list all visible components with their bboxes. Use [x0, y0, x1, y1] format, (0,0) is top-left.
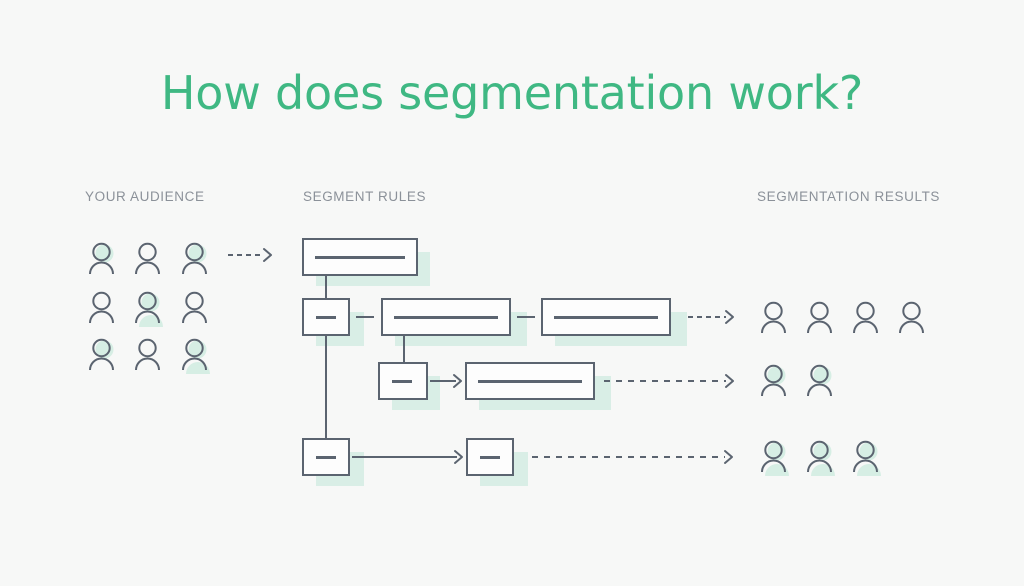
person-icon	[757, 362, 791, 400]
connector-cond-b1-to-result-2	[604, 374, 734, 388]
person-icon	[178, 336, 212, 374]
person-icon	[895, 299, 929, 337]
person-icon	[803, 438, 837, 476]
person-icon	[131, 289, 165, 327]
rule-text-line	[554, 316, 658, 319]
person-icon	[757, 438, 791, 476]
connector-root-to-branch-a	[325, 276, 327, 300]
connector-cond-a1-to-cond-a2	[517, 316, 535, 318]
person-icon	[178, 289, 212, 327]
connector-cond-c1-to-result-3	[532, 450, 733, 464]
rule-text-line	[316, 456, 336, 459]
person-icon	[131, 336, 165, 374]
connector-branch-b-to-cond-b1	[430, 374, 462, 388]
connector-cond-a2-to-result-1	[688, 310, 734, 324]
rule-text-line	[392, 380, 412, 383]
column-header-segmentation-results: SEGMENTATION RESULTS	[757, 189, 941, 204]
rule-text-line	[478, 380, 582, 383]
connector-branch-a-to-branch-c	[325, 336, 327, 440]
connector-audience-to-root	[228, 248, 272, 262]
person-icon	[849, 438, 883, 476]
person-icon	[178, 240, 212, 278]
person-icon	[85, 240, 119, 278]
connector-cond-a1-to-branch-b	[403, 336, 405, 362]
person-icon	[803, 362, 837, 400]
column-header-segment-rules: SEGMENT RULES	[303, 189, 427, 204]
person-icon	[85, 336, 119, 374]
person-icon	[803, 299, 837, 337]
rule-text-line	[315, 256, 405, 259]
connector-branch-c-to-cond-c1	[352, 450, 463, 464]
column-header-audience: YOUR AUDIENCE	[85, 189, 205, 204]
rule-text-line	[394, 316, 498, 319]
rule-text-line	[480, 456, 500, 459]
connector-branch-a-to-cond-a1	[356, 316, 374, 318]
person-icon	[85, 289, 119, 327]
page-title: How does segmentation work?	[160, 66, 864, 120]
person-icon	[131, 240, 165, 278]
rule-text-line	[316, 316, 336, 319]
person-icon	[849, 299, 883, 337]
person-icon	[757, 299, 791, 337]
